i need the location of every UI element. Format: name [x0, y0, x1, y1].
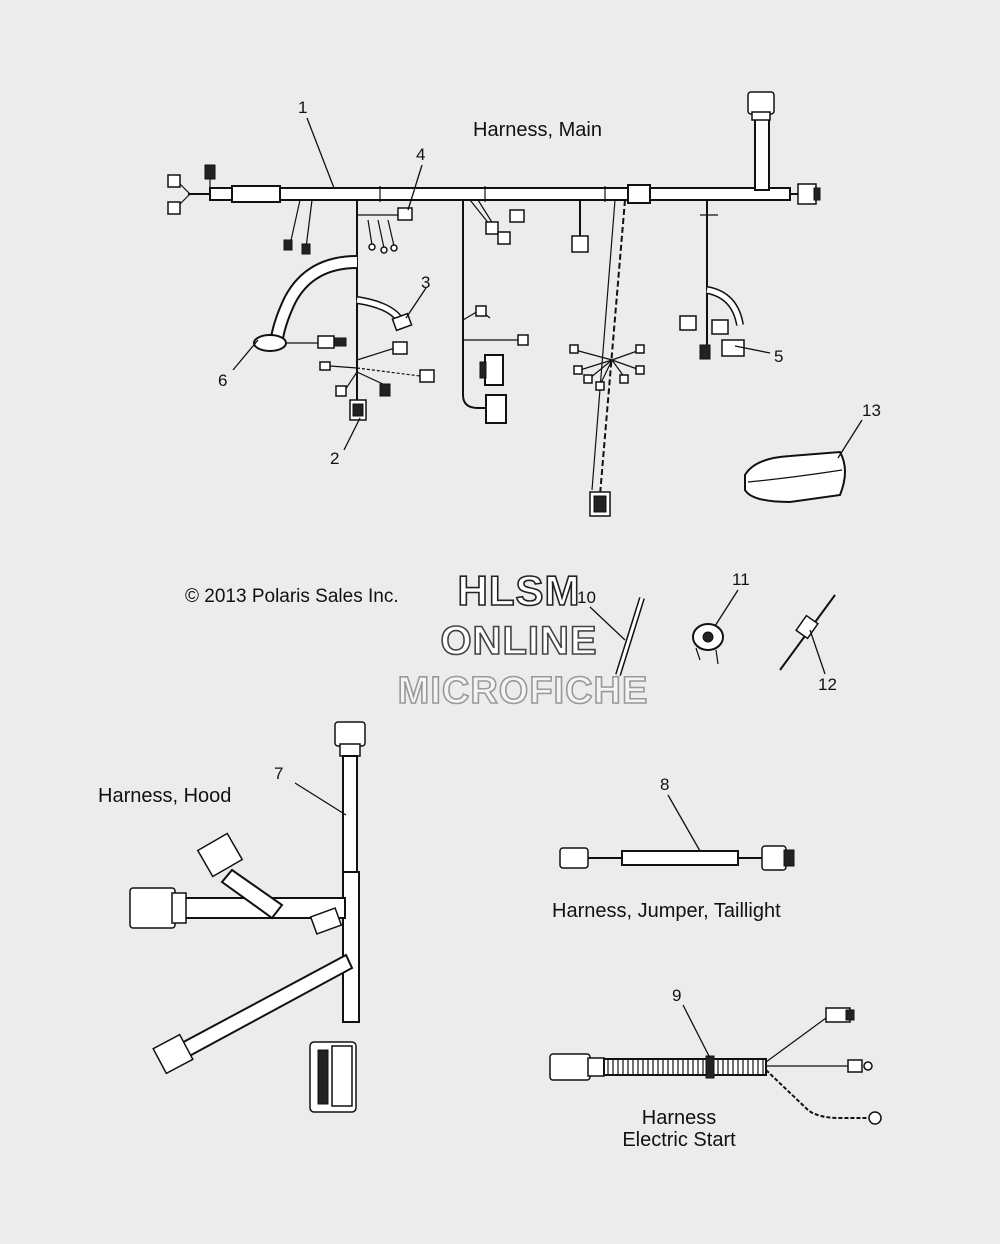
connector	[167, 201, 181, 215]
connector	[571, 235, 589, 253]
connector-plug	[747, 91, 775, 115]
ring-terminal	[868, 1111, 882, 1125]
callout-4: 4	[416, 145, 425, 164]
callout-6: 6	[218, 371, 227, 390]
connector-plug	[761, 845, 787, 871]
hood-harness-drawing	[129, 721, 366, 1113]
connector-plug	[334, 721, 366, 747]
watermark-line1: HLSM	[458, 567, 581, 614]
connector-plug	[196, 832, 244, 878]
connector-plug	[721, 339, 745, 357]
trunk-sleeve	[627, 184, 651, 204]
connector	[679, 315, 697, 331]
callout-8: 8	[660, 775, 669, 794]
item-13-boot	[744, 450, 846, 504]
harness-sleeve	[621, 850, 739, 866]
harness-riser	[754, 111, 770, 191]
caption-harness-main: Harness, Main	[473, 119, 602, 141]
callout-10: 10	[577, 588, 596, 607]
electric-start-harness-drawing	[549, 1007, 882, 1125]
callout-2: 2	[330, 449, 339, 468]
connector-plug	[797, 183, 817, 205]
watermark: HLSM ONLINE MICROFICHE	[397, 566, 649, 713]
copyright-text: © 2013 Polaris Sales Inc.	[185, 586, 399, 607]
callout-13: 13	[862, 401, 881, 420]
connector-plug	[549, 1053, 591, 1081]
callout-3: 3	[421, 273, 430, 292]
watermark-line2: ONLINE	[440, 619, 597, 663]
connector	[167, 174, 181, 188]
item-10-cable-tie	[615, 597, 645, 676]
jumper-harness-drawing	[559, 845, 795, 871]
harness-clip	[253, 334, 287, 352]
connector-block	[484, 354, 504, 386]
trunk-sleeve	[231, 185, 281, 203]
callout-1: 1	[298, 98, 307, 117]
callout-11: 11	[732, 570, 750, 589]
connector-plug	[559, 847, 589, 869]
connector-block	[485, 394, 507, 424]
item-11-clip	[692, 623, 724, 665]
callout-labels: 1 2 3 4 5 6 7 8 9 10 11 12 13	[218, 98, 881, 1005]
connector-plug	[152, 1033, 194, 1075]
captions: Harness, Main Harness, Hood Harness, Jum…	[98, 119, 781, 1151]
item-12-push-clip	[779, 594, 836, 671]
caption-harness-electric-line1: Harness	[642, 1107, 716, 1129]
caption-harness-electric-line2: Electric Start	[622, 1129, 736, 1151]
corrugated-conduit	[603, 1058, 767, 1076]
callout-9: 9	[672, 986, 681, 1005]
callout-5: 5	[774, 347, 783, 366]
callout-7: 7	[274, 764, 283, 783]
connector	[204, 164, 216, 180]
caption-harness-jumper: Harness, Jumper, Taillight	[552, 900, 781, 922]
connector-plug	[129, 887, 176, 929]
watermark-line3: MICROFICHE	[398, 670, 649, 712]
leader-lines	[232, 117, 863, 1059]
main-harness-trunk	[209, 187, 791, 201]
callout-12: 12	[818, 675, 837, 694]
connector	[397, 207, 413, 221]
main-harness-drawing	[167, 91, 821, 517]
caption-harness-hood: Harness, Hood	[98, 785, 231, 807]
